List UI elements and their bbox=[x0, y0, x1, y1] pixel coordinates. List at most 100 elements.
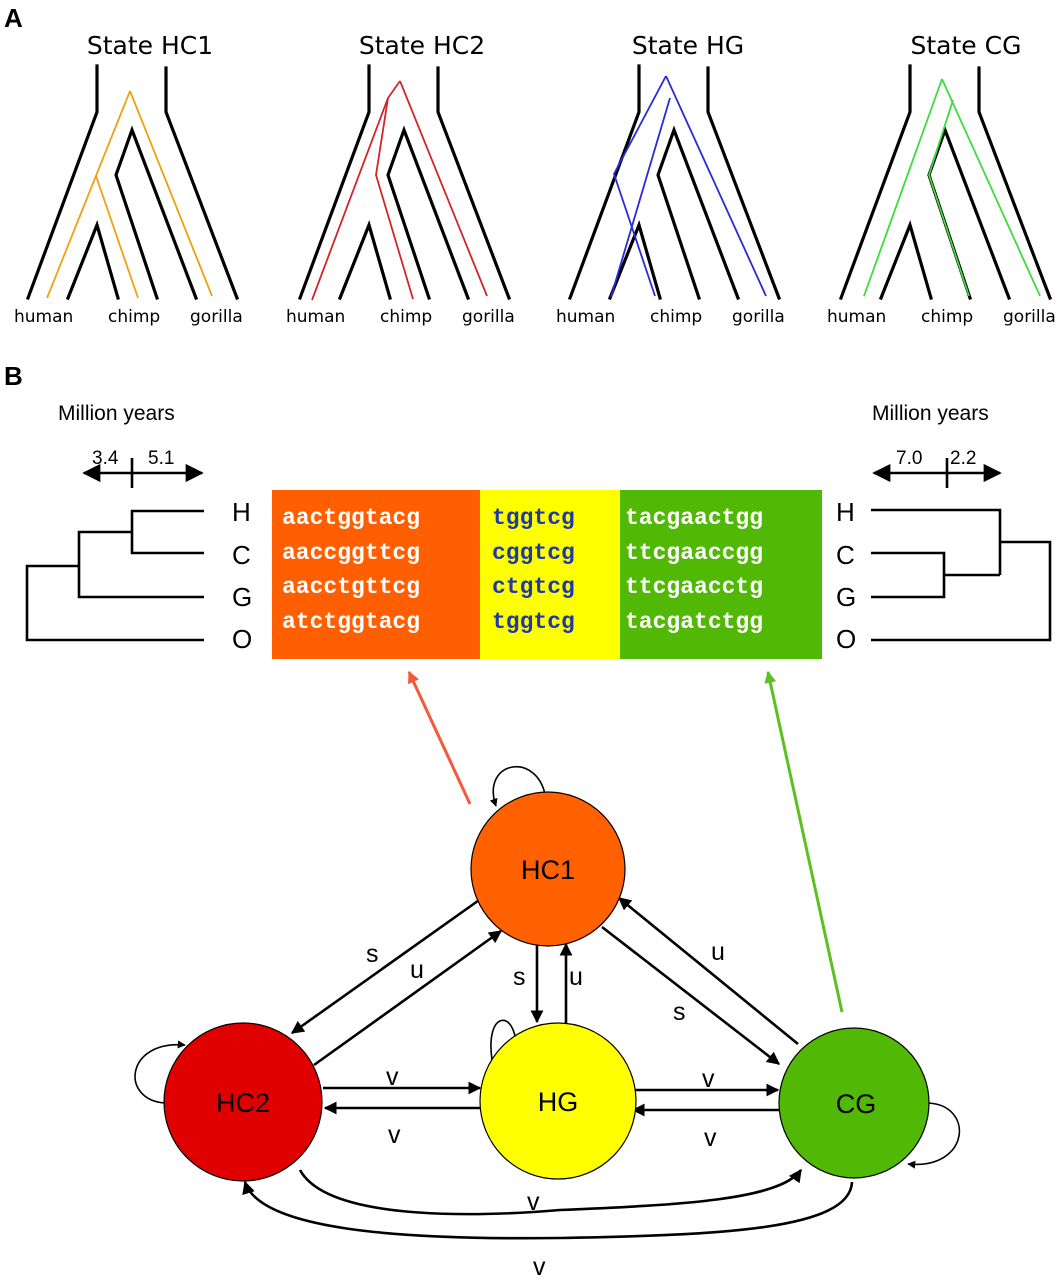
left-taxon-g: G bbox=[232, 582, 252, 612]
self-loop-cg bbox=[907, 1102, 961, 1169]
label-hc1-to-hg: s bbox=[513, 963, 526, 991]
hc1-block-bg bbox=[272, 490, 480, 659]
right-taxon-c: C bbox=[836, 540, 855, 570]
hg-block-bg bbox=[480, 490, 620, 659]
label-hg-to-hc2: v bbox=[388, 1121, 401, 1149]
state-title-hg: State HG bbox=[632, 31, 744, 60]
left-tree-scale-title: Million years bbox=[58, 402, 175, 425]
hc1-block-row-4: atctggtacg bbox=[282, 609, 420, 635]
species-tree-outer-left bbox=[297, 64, 371, 301]
label-cg-to-hc2: v bbox=[533, 1253, 546, 1280]
species-tree-inner-hc bbox=[878, 220, 933, 301]
state-circle-hc2 bbox=[163, 1022, 323, 1182]
hc1-block-row-2: aaccggttcg bbox=[282, 540, 420, 566]
right-taxon-o: O bbox=[836, 624, 856, 654]
panel-b-label: B bbox=[4, 361, 23, 391]
gene-lineage-hc2-1 bbox=[311, 80, 401, 301]
species-tree-inner-cg bbox=[656, 125, 741, 301]
cg-block-bg bbox=[620, 490, 822, 659]
state-tree-hc2: State HC2 human chimp gorilla bbox=[286, 31, 515, 327]
label-hg-to-cg: v bbox=[702, 1065, 715, 1093]
state-node-cg: CG bbox=[778, 1027, 930, 1179]
state-circle-hg bbox=[479, 1022, 637, 1180]
edge-hc1-to-hc2 bbox=[290, 896, 483, 1035]
leaf-label-chimp: chimp bbox=[380, 307, 432, 327]
gene-lineage-hc1-1 bbox=[46, 90, 131, 299]
state-label-hc2: HC2 bbox=[216, 1088, 270, 1118]
state-label-hc1: HC1 bbox=[521, 855, 575, 885]
right-taxon-h: H bbox=[836, 497, 855, 527]
label-cg-to-hg: v bbox=[704, 1124, 717, 1152]
left-taxon-o: O bbox=[232, 624, 252, 654]
leaf-label-chimp: chimp bbox=[921, 307, 973, 327]
species-tree-inner-hc bbox=[607, 220, 662, 301]
cg-block-row-3: ttcgaacctg bbox=[625, 574, 763, 600]
self-loop-hc2 bbox=[134, 1040, 186, 1104]
right-scale-value-1: 7.0 bbox=[896, 448, 922, 469]
edge-hc2-to-hc1 bbox=[313, 929, 503, 1067]
gene-lineage-hg-1 bbox=[613, 75, 667, 297]
gene-lineage-hc2-2 bbox=[399, 80, 488, 297]
species-tree-outer-left bbox=[838, 64, 912, 301]
pointer-cg-to-alignment bbox=[764, 670, 844, 1013]
species-tree-outer-left bbox=[25, 64, 99, 301]
gene-lineage-hc2-3 bbox=[375, 97, 414, 300]
right-tree-branches bbox=[871, 508, 1052, 642]
right-taxon-g: G bbox=[836, 582, 856, 612]
state-label-cg: CG bbox=[836, 1089, 877, 1119]
gene-lineage-hc1-3 bbox=[95, 175, 139, 299]
hc1-block-row-3: aacctgttcg bbox=[282, 574, 420, 600]
self-loop-hc1 bbox=[489, 765, 547, 807]
state-title-hc2: State HC2 bbox=[359, 31, 485, 60]
panel-a: State HC1 human chimp gorilla State HC2 human… bbox=[14, 31, 1056, 327]
left-tree-branches bbox=[25, 509, 204, 642]
label-hc2-to-hc1: u bbox=[410, 956, 424, 984]
leaf-label-gorilla: gorilla bbox=[462, 307, 515, 327]
left-taxon-c: C bbox=[232, 540, 251, 570]
gene-lineage-cg-2 bbox=[941, 78, 1041, 297]
species-tree-outer-right bbox=[706, 66, 782, 301]
state-circle-cg bbox=[778, 1027, 930, 1179]
leaf-label-human: human bbox=[286, 307, 345, 327]
leaf-label-human: human bbox=[827, 307, 886, 327]
gene-lineage-hg-3 bbox=[665, 75, 767, 297]
gene-lineage-hg-2 bbox=[610, 97, 671, 298]
leaf-label-human: human bbox=[556, 307, 615, 327]
species-tree-outer-right bbox=[436, 66, 512, 301]
leaf-label-gorilla: gorilla bbox=[1003, 307, 1056, 327]
sequence-alignment: aactggtacg aaccggttcg aacctgttcg atctggtacg… bbox=[272, 490, 822, 659]
leaf-label-chimp: chimp bbox=[108, 307, 160, 327]
label-hc2-to-hg: v bbox=[386, 1063, 399, 1091]
edge-hc1-to-cg bbox=[601, 925, 781, 1066]
hg-block-row-3: ctgtcg bbox=[492, 574, 575, 600]
state-node-hg: HG bbox=[479, 1022, 637, 1180]
hg-block-row-4: tggtcg bbox=[492, 609, 575, 635]
state-label-hg: HG bbox=[538, 1087, 579, 1117]
hc1-block-row-1: aactggtacg bbox=[282, 505, 420, 531]
leaf-label-gorilla: gorilla bbox=[190, 307, 243, 327]
self-loop-hg bbox=[490, 1019, 520, 1061]
cg-block-row-1: tacgaactgg bbox=[625, 505, 763, 531]
state-title-hc1: State HC1 bbox=[87, 31, 213, 60]
edge-hc2-to-cg bbox=[298, 1168, 803, 1216]
state-node-hc2: HC2 bbox=[163, 1022, 323, 1182]
hg-block-row-1: tggtcg bbox=[492, 505, 575, 531]
label-hg-to-hc1: u bbox=[569, 963, 583, 991]
leaf-label-chimp: chimp bbox=[650, 307, 702, 327]
left-scale-value-1: 3.4 bbox=[92, 448, 119, 469]
cg-block-row-4: tacgatctgg bbox=[625, 609, 763, 635]
right-tree-scale-title: Million years bbox=[872, 402, 989, 425]
left-scale-value-2: 5.1 bbox=[148, 448, 174, 469]
species-tree-outer-right bbox=[977, 66, 1053, 301]
label-hc1-to-cg: s bbox=[673, 998, 686, 1026]
species-tree-inner-hc bbox=[65, 220, 120, 301]
label-cg-to-hc1: u bbox=[711, 938, 725, 966]
edge-cg-to-hc2 bbox=[242, 1180, 854, 1240]
leaf-label-gorilla: gorilla bbox=[732, 307, 785, 327]
right-species-tree: Million years 7.0 2.2 H C G O bbox=[836, 402, 1052, 654]
right-scale-value-2: 2.2 bbox=[950, 448, 976, 469]
label-hc1-to-hc2: s bbox=[366, 940, 379, 968]
